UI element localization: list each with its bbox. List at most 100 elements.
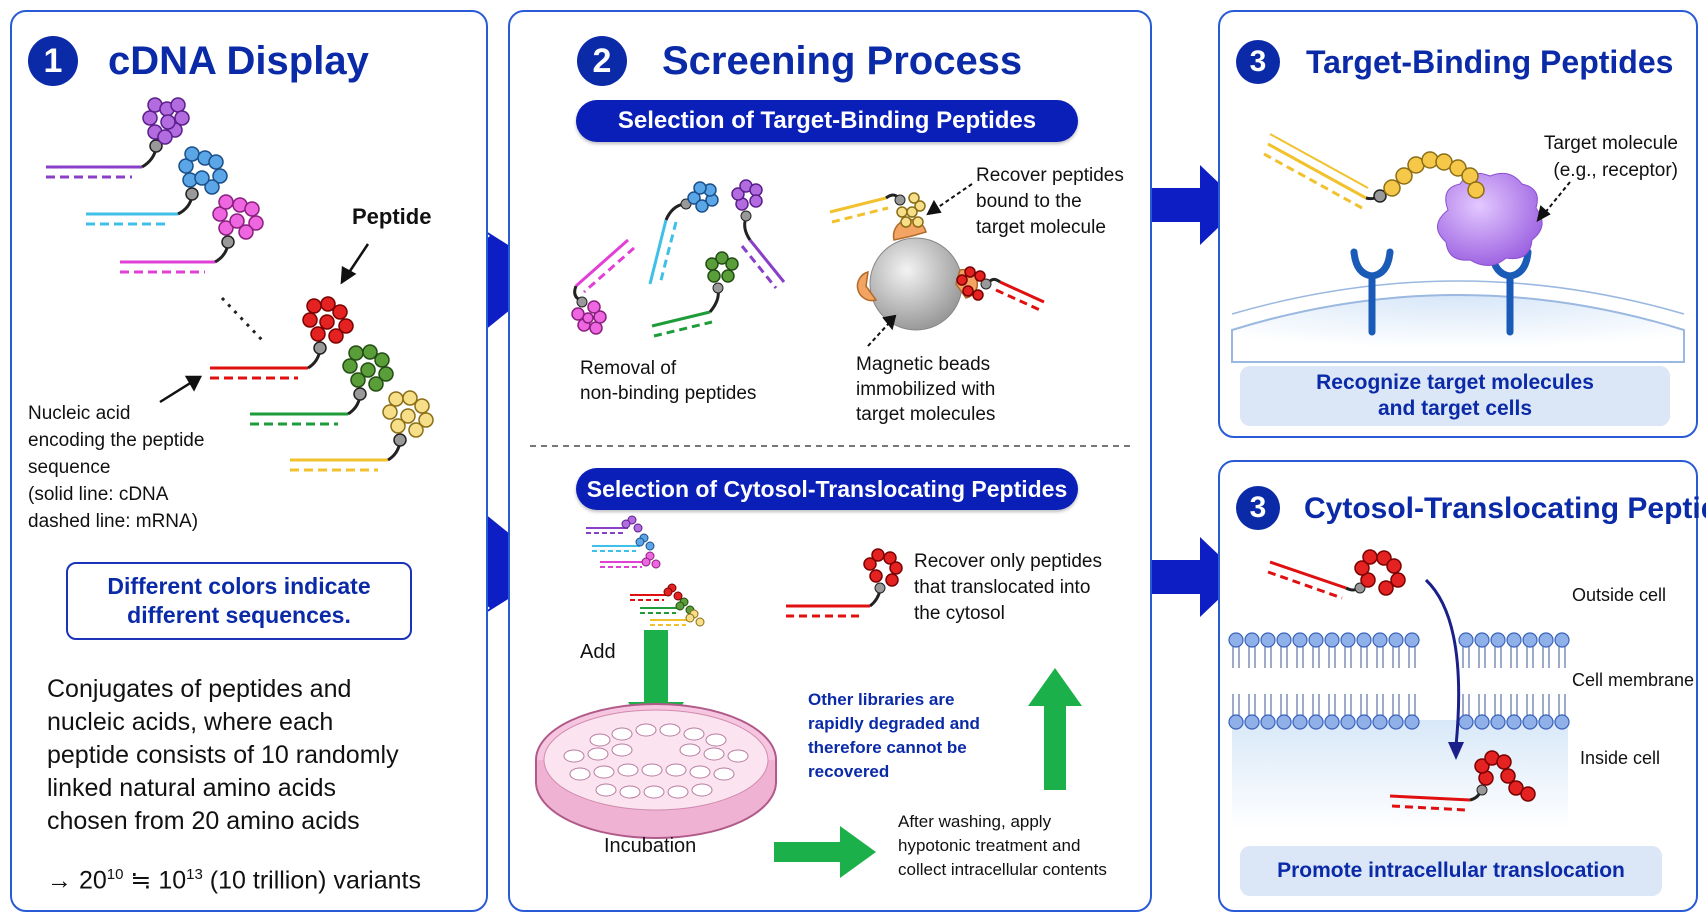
construct-purple — [46, 97, 190, 179]
promote-translocation-box: Promote intracellular translocation — [1240, 846, 1662, 896]
lipid-head — [1538, 714, 1554, 730]
panel-cdna-display — [10, 10, 488, 912]
lipid-head — [1372, 632, 1388, 648]
construct-red — [210, 296, 354, 380]
lipid-head — [1244, 632, 1260, 648]
lipid-head — [1458, 632, 1474, 648]
lipid-head — [1324, 714, 1340, 730]
recover-cytosol-label: Recover only peptides that translocated … — [914, 551, 1102, 624]
lipid-head — [1228, 714, 1244, 730]
lipid-head — [1554, 632, 1570, 648]
variants-rest: (10 trillion) variants — [209, 866, 421, 895]
inside-cell-region — [1232, 720, 1568, 830]
variants-line: → 2010 ≒ 1013 (10 trillion) variants — [47, 860, 421, 895]
pill-target-binding-selection: Selection of Target-Binding Peptides — [576, 100, 1078, 142]
target-molecule-label: Target molecule (e.g., receptor) — [1543, 133, 1678, 181]
inside-cell-label: Inside cell — [1580, 748, 1661, 768]
step-number-1: 1 — [28, 36, 78, 86]
incubation-label: Incubation — [604, 835, 697, 857]
lipid-head — [1308, 632, 1324, 648]
peptide-label: Peptide — [352, 204, 432, 229]
lipid-head — [1474, 714, 1490, 730]
wash-right-arrow — [774, 826, 876, 878]
colors-note-box: Different colors indicate different sequ… — [66, 562, 412, 640]
lipid-head — [1244, 714, 1260, 730]
panel-title-target-binding: Target-Binding Peptides — [1306, 44, 1674, 80]
lipid-head — [1372, 714, 1388, 730]
variants-exponent-2: 13 — [186, 866, 203, 883]
lipid-head — [1260, 714, 1276, 730]
peptide-pointer-arrow — [340, 243, 370, 285]
nonbinding-purple — [731, 179, 786, 289]
nonbinding-magenta — [571, 238, 635, 335]
panel1-description: Conjugates of peptides and nucleic acids… — [47, 675, 399, 835]
nucleic-pointer-arrow — [159, 375, 203, 404]
magnetic-beads-label: Magnetic beads immobilized with target m… — [856, 354, 996, 425]
variants-base-2: 10 — [158, 866, 187, 895]
lipid-head — [1506, 632, 1522, 648]
inside-peptide — [1389, 750, 1536, 812]
removal-label: Removal of non-binding peptides — [580, 358, 757, 404]
nonbinding-green — [651, 251, 739, 338]
receptor-left — [1350, 248, 1394, 336]
construct-yellow — [290, 390, 434, 472]
construct-blue — [86, 146, 228, 226]
lipid-head — [1356, 714, 1372, 730]
variants-exponent-1: 10 — [106, 866, 124, 883]
lipid-head — [1228, 632, 1244, 648]
nucleic-acid-label: Nucleic acid encoding the peptide sequen… — [28, 403, 205, 532]
outside-peptide — [1267, 549, 1406, 600]
lipid-head — [1292, 632, 1308, 648]
lipid-head — [1388, 632, 1404, 648]
step-number-2: 2 — [577, 36, 627, 86]
lipid-head — [1340, 714, 1356, 730]
lipid-head — [1340, 632, 1356, 648]
cell-membrane-label: Cell membrane — [1572, 670, 1695, 690]
lipid-head — [1404, 632, 1420, 648]
lipid-head — [1260, 632, 1276, 648]
recovered-red-peptide — [786, 548, 903, 618]
petri-dish — [535, 703, 777, 839]
recognize-target-box: Recognize target molecules and target ce… — [1240, 366, 1670, 426]
lipid-head — [1554, 714, 1570, 730]
lipid-head — [1538, 632, 1554, 648]
lipid-head — [1356, 632, 1372, 648]
construct-magenta — [120, 194, 264, 274]
binding-peptide — [1263, 133, 1485, 210]
lipid-head — [1506, 714, 1522, 730]
pill-cytosol-selection: Selection of Cytosol-Translocating Pepti… — [576, 468, 1078, 510]
lipid-head — [1388, 714, 1404, 730]
panel-title-screening: Screening Process — [662, 39, 1023, 83]
lipid-head — [1276, 714, 1292, 730]
panel-title-cytosol: Cytosol-Translocating Peptides — [1304, 492, 1706, 525]
lipid-head — [1522, 714, 1538, 730]
lipid-head — [1324, 632, 1340, 648]
lipid-head — [1308, 714, 1324, 730]
add-label: Add — [580, 641, 616, 663]
bound-red-peptide — [956, 266, 1045, 312]
variants-arrow: → — [47, 866, 72, 895]
cell-membrane — [1228, 632, 1570, 730]
outside-cell-label: Outside cell — [1572, 585, 1667, 605]
lipid-head — [1276, 632, 1292, 648]
step-number-3a: 3 — [1236, 40, 1280, 84]
ellipsis-dots — [220, 296, 264, 342]
lipid-head — [1522, 632, 1538, 648]
recover-bound-label: Recover peptides bound to the target mol… — [976, 165, 1124, 238]
lipid-head — [1292, 714, 1308, 730]
other-libraries-note: Other libraries are rapidly degraded and… — [808, 690, 980, 781]
small-library-cluster — [586, 515, 705, 627]
variants-base: 20 — [78, 866, 107, 895]
after-washing-label: After washing, apply hypotonic treatment… — [898, 812, 1107, 879]
translocation-arrow — [1424, 578, 1464, 760]
lipid-head — [1474, 632, 1490, 648]
nonbinding-blue — [648, 181, 719, 285]
recover-pointer-arrow — [926, 183, 973, 216]
lipid-head — [1490, 632, 1506, 648]
cell-surface — [1231, 294, 1685, 363]
